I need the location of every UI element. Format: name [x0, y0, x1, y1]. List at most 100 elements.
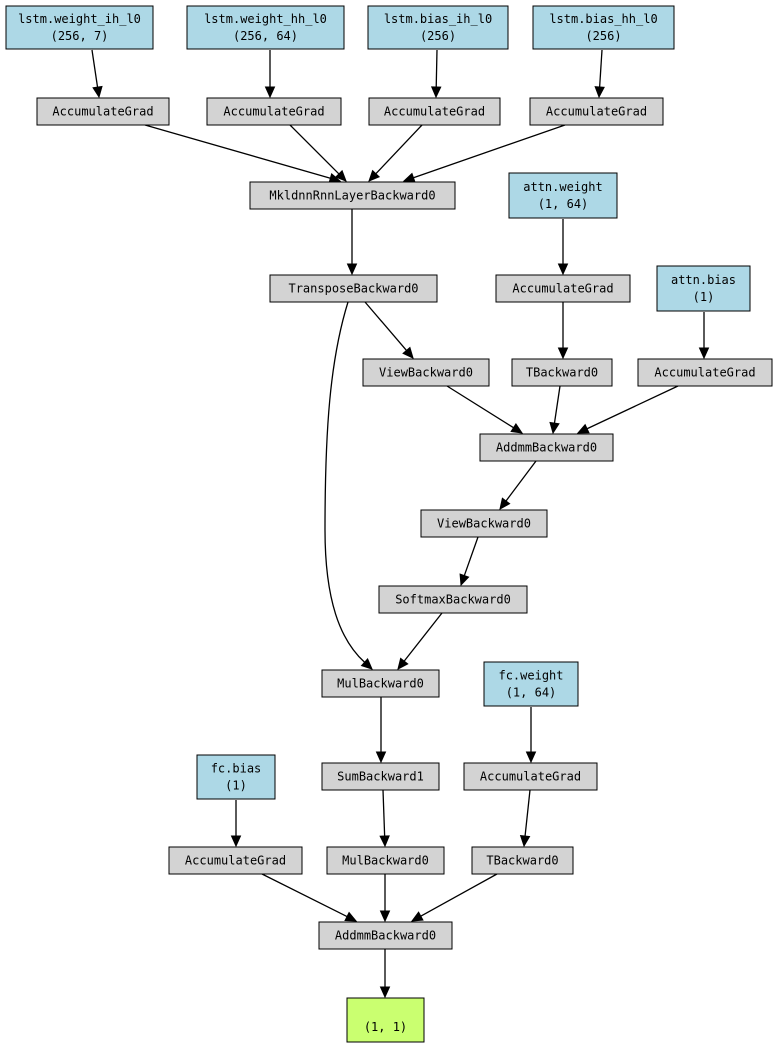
node-shape-label: (1)	[693, 290, 715, 304]
edge-line	[289, 124, 340, 175]
edge-line	[524, 789, 531, 837]
edge-line	[413, 124, 566, 179]
param-box	[508, 172, 618, 219]
node-mul2: MulBackward0	[326, 846, 445, 875]
op-box	[479, 433, 614, 462]
edge-arrowhead	[410, 911, 424, 922]
node-transpose: TransposeBackward0	[269, 274, 438, 303]
edge-addmm2-to-output	[379, 949, 391, 999]
edge-softmax-to-mul1	[397, 612, 443, 670]
edge-transpose-to-view1	[364, 301, 414, 359]
edge-addmm1-to-view2	[499, 460, 537, 510]
edge-arrowhead	[346, 263, 358, 276]
op-box	[637, 358, 773, 387]
node-label: fc.bias	[211, 762, 262, 776]
node-label: MulBackward0	[337, 677, 424, 691]
node-p-b-ih: lstm.bias_ih_l0(256)	[367, 5, 509, 50]
edge-arrowhead	[402, 172, 416, 183]
param-box	[186, 5, 345, 50]
edge-transpose-to-mul1	[324, 301, 373, 670]
edge-arrowhead	[397, 657, 409, 670]
edge-p_w_ih-to-ag1	[91, 49, 103, 99]
edge-p_b_ih-to-ag3	[430, 49, 442, 99]
edge-arrowhead	[430, 86, 442, 99]
node-view2: ViewBackward0	[420, 509, 548, 538]
edge-line	[553, 385, 561, 424]
node-shape-label: (1, 64)	[506, 686, 557, 700]
edge-mul1-to-sum1	[375, 697, 387, 764]
edge-arrowhead	[698, 347, 710, 360]
node-label: attn.weight	[523, 180, 602, 194]
op-box	[321, 762, 440, 791]
op-box	[321, 669, 440, 698]
edge-arrowhead	[264, 86, 276, 99]
edge-ag_attn_b-to-addmm1	[576, 385, 679, 434]
node-tb1: TBackward0	[511, 358, 613, 387]
param-box	[196, 754, 276, 800]
node-label: AccumulateGrad	[654, 366, 755, 380]
node-label: AccumulateGrad	[546, 105, 647, 119]
node-label: AccumulateGrad	[223, 105, 324, 119]
edge-arrowhead	[549, 421, 560, 435]
node-p-w-ih: lstm.weight_ih_l0(256, 7)	[5, 5, 154, 50]
op-box	[529, 97, 664, 126]
edge-arrowhead	[360, 658, 373, 670]
node-shape-label: (1)	[225, 779, 247, 793]
op-box	[495, 274, 631, 303]
node-p-fc-w: fc.weight(1, 64)	[483, 661, 579, 707]
node-shape-label: (256)	[585, 29, 621, 43]
edge-line	[403, 612, 443, 662]
param-box	[367, 5, 509, 50]
edge-arrowhead	[402, 346, 414, 359]
node-ag3: AccumulateGrad	[368, 97, 501, 126]
edge-arrowhead	[92, 85, 103, 99]
edge-line	[505, 460, 537, 502]
param-box	[5, 5, 154, 50]
node-addmm2: AddmmBackward0	[318, 921, 453, 950]
op-box	[326, 846, 445, 875]
nodes-layer: lstm.weight_ih_l0(256, 7) lstm.weight_hh_…	[5, 5, 773, 1043]
node-label: TBackward0	[526, 366, 598, 380]
node-label: AddmmBackward0	[335, 929, 436, 943]
node-p-w-hh: lstm.weight_hh_l0(256, 64)	[186, 5, 345, 50]
edge-arrowhead	[594, 86, 605, 99]
edge-p_fc_b-to-ag_fc_b	[230, 800, 242, 848]
node-label: ViewBackward0	[437, 517, 531, 531]
op-box	[463, 762, 598, 791]
node-label: lstm.bias_ih_l0	[384, 12, 492, 26]
edge-view1-to-addmm1	[446, 385, 524, 434]
node-label: AccumulateGrad	[384, 105, 485, 119]
param-box	[483, 661, 579, 707]
edges-layer	[91, 49, 710, 999]
edge-arrowhead	[344, 911, 358, 922]
edge-ag2-to-mkl	[289, 124, 347, 182]
edge-sum1-to-mul2	[379, 789, 390, 848]
param-box	[532, 5, 675, 50]
node-mkl: MkldnnRnnLayerBackward0	[249, 181, 456, 210]
node-sum1: SumBackward1	[321, 762, 440, 791]
edge-line	[586, 385, 679, 430]
op-box	[206, 97, 342, 126]
node-label: SumBackward1	[337, 770, 424, 784]
edge-ag1-to-mkl	[144, 124, 342, 184]
op-box	[420, 509, 548, 538]
node-p-attn-b: attn.bias (1)	[656, 265, 751, 312]
node-label: MkldnnRnnLayerBackward0	[269, 189, 435, 203]
node-label: (1, 1)	[364, 1020, 407, 1034]
node-ag-fc-b: AccumulateGrad	[168, 846, 303, 875]
edge-line	[324, 301, 366, 663]
edge-ag_fc_b-to-addmm2	[261, 873, 358, 922]
edge-arrowhead	[459, 573, 470, 587]
edge-arrowhead	[576, 423, 590, 434]
node-label: AccumulateGrad	[512, 282, 613, 296]
edge-view2-to-softmax	[459, 536, 479, 587]
node-label: AccumulateGrad	[185, 854, 286, 868]
edge-line	[144, 124, 331, 179]
edge-arrowhead	[334, 169, 347, 182]
node-addmm1: AddmmBackward0	[479, 433, 614, 462]
node-label: attn.bias	[671, 273, 736, 287]
op-box	[249, 181, 456, 210]
op-box	[368, 97, 501, 126]
edge-ag_attn_w-to-tb1	[557, 302, 569, 360]
